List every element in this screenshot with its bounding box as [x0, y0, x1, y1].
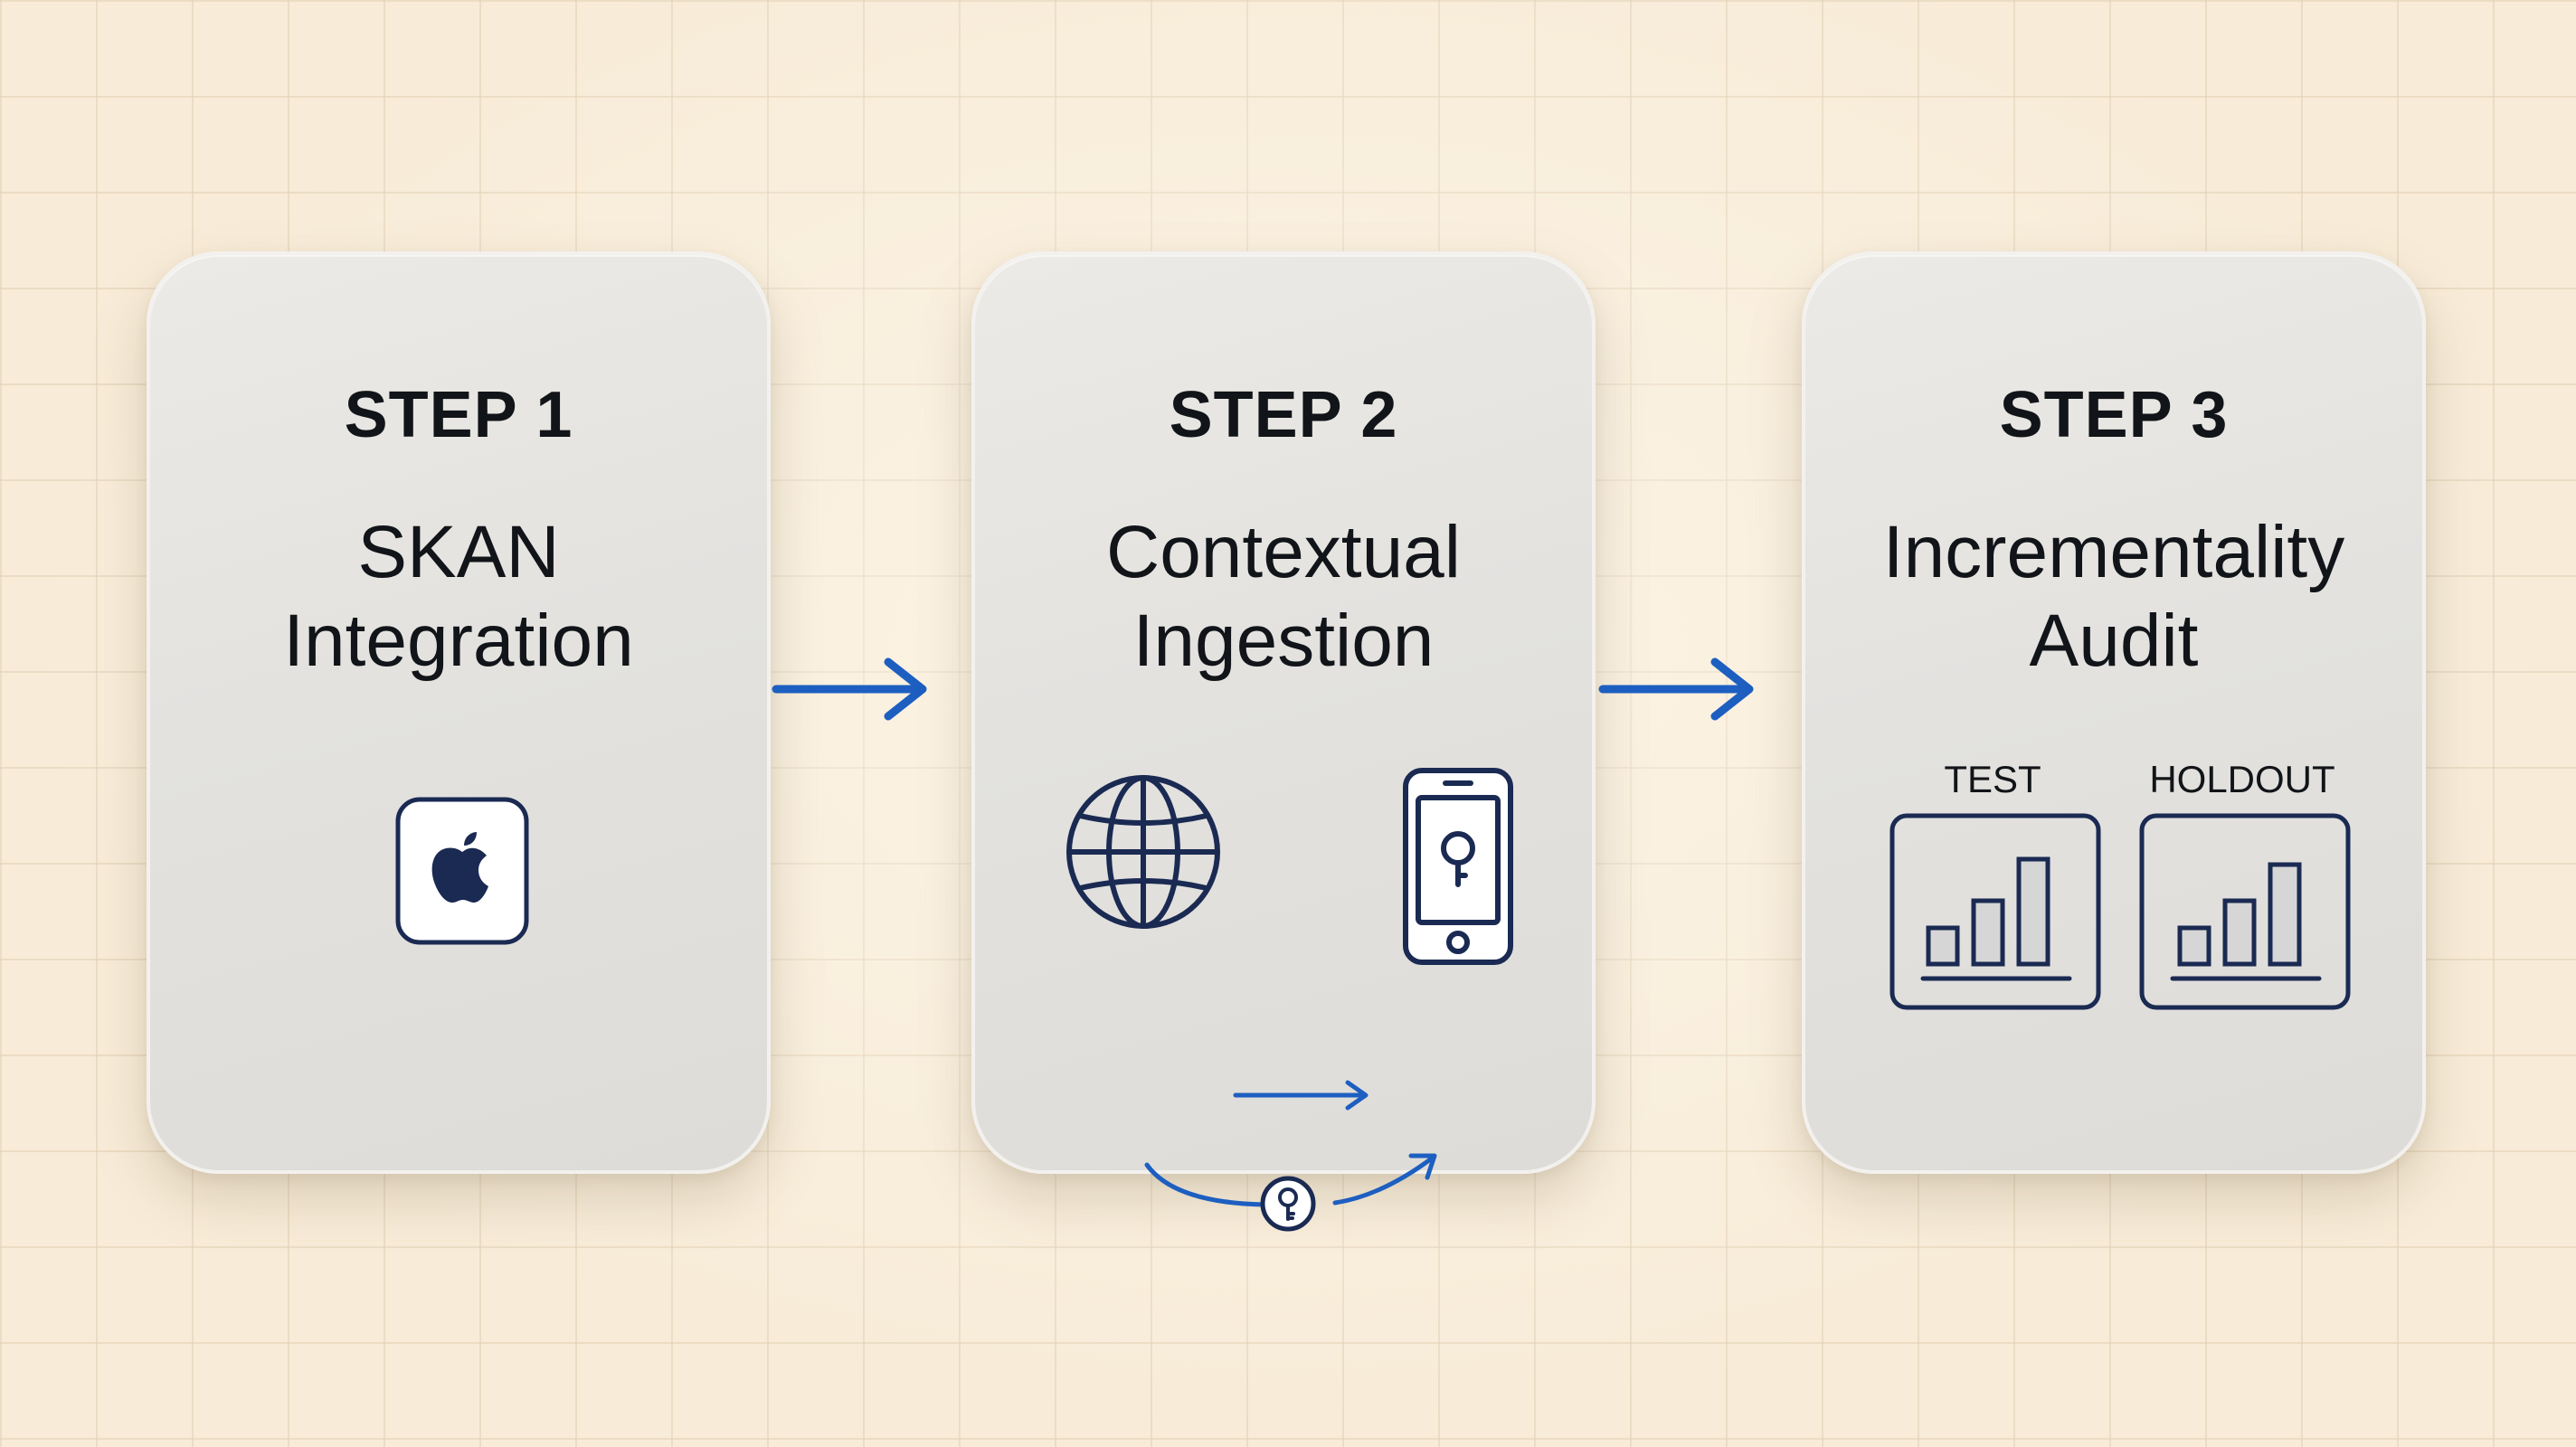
step-1-card: STEP 1 SKAN Integration — [147, 251, 771, 1174]
step-2-title-line-2: Ingestion — [1132, 600, 1435, 682]
flow-arrow-2 — [1597, 657, 1760, 733]
holdout-label: HOLDOUT — [2149, 758, 2335, 800]
apple-logo-icon — [394, 796, 530, 950]
step-1-title: SKAN Integration — [150, 508, 767, 686]
test-bar-chart-icon — [1889, 812, 2102, 1016]
step-2-title: Contextual Ingestion — [975, 508, 1592, 686]
step-3-card: STEP 3 Incrementality Audit TEST HOLDOUT — [1802, 251, 2426, 1174]
step-2-label: STEP 2 — [1169, 379, 1398, 451]
step-2-card: STEP 2 Contextual Ingestion — [971, 251, 1596, 1232]
step-3-label: STEP 3 — [1999, 379, 2229, 451]
flow-arrow-1 — [771, 657, 933, 733]
step-1-title-line-2: Integration — [283, 600, 634, 682]
key-icon — [1256, 1172, 1320, 1240]
smartphone-lock-icon — [1402, 767, 1514, 970]
private-relay-arrow — [1138, 1140, 1463, 1234]
step-1-title-line-1: SKAN — [357, 511, 560, 593]
step-3-title-line-1: Incrementality — [1882, 511, 2345, 593]
step-2-title-line-1: Contextual — [1105, 511, 1462, 593]
globe-icon — [1062, 771, 1225, 938]
data-flow-arrow — [1232, 1073, 1377, 1122]
test-label: TEST — [1944, 758, 2041, 800]
step-3-title-line-2: Audit — [2029, 600, 2199, 682]
step-3-title: Incrementality Audit — [1805, 508, 2422, 686]
holdout-bar-chart-icon — [2138, 812, 2352, 1016]
step-1-label: STEP 1 — [344, 379, 573, 451]
